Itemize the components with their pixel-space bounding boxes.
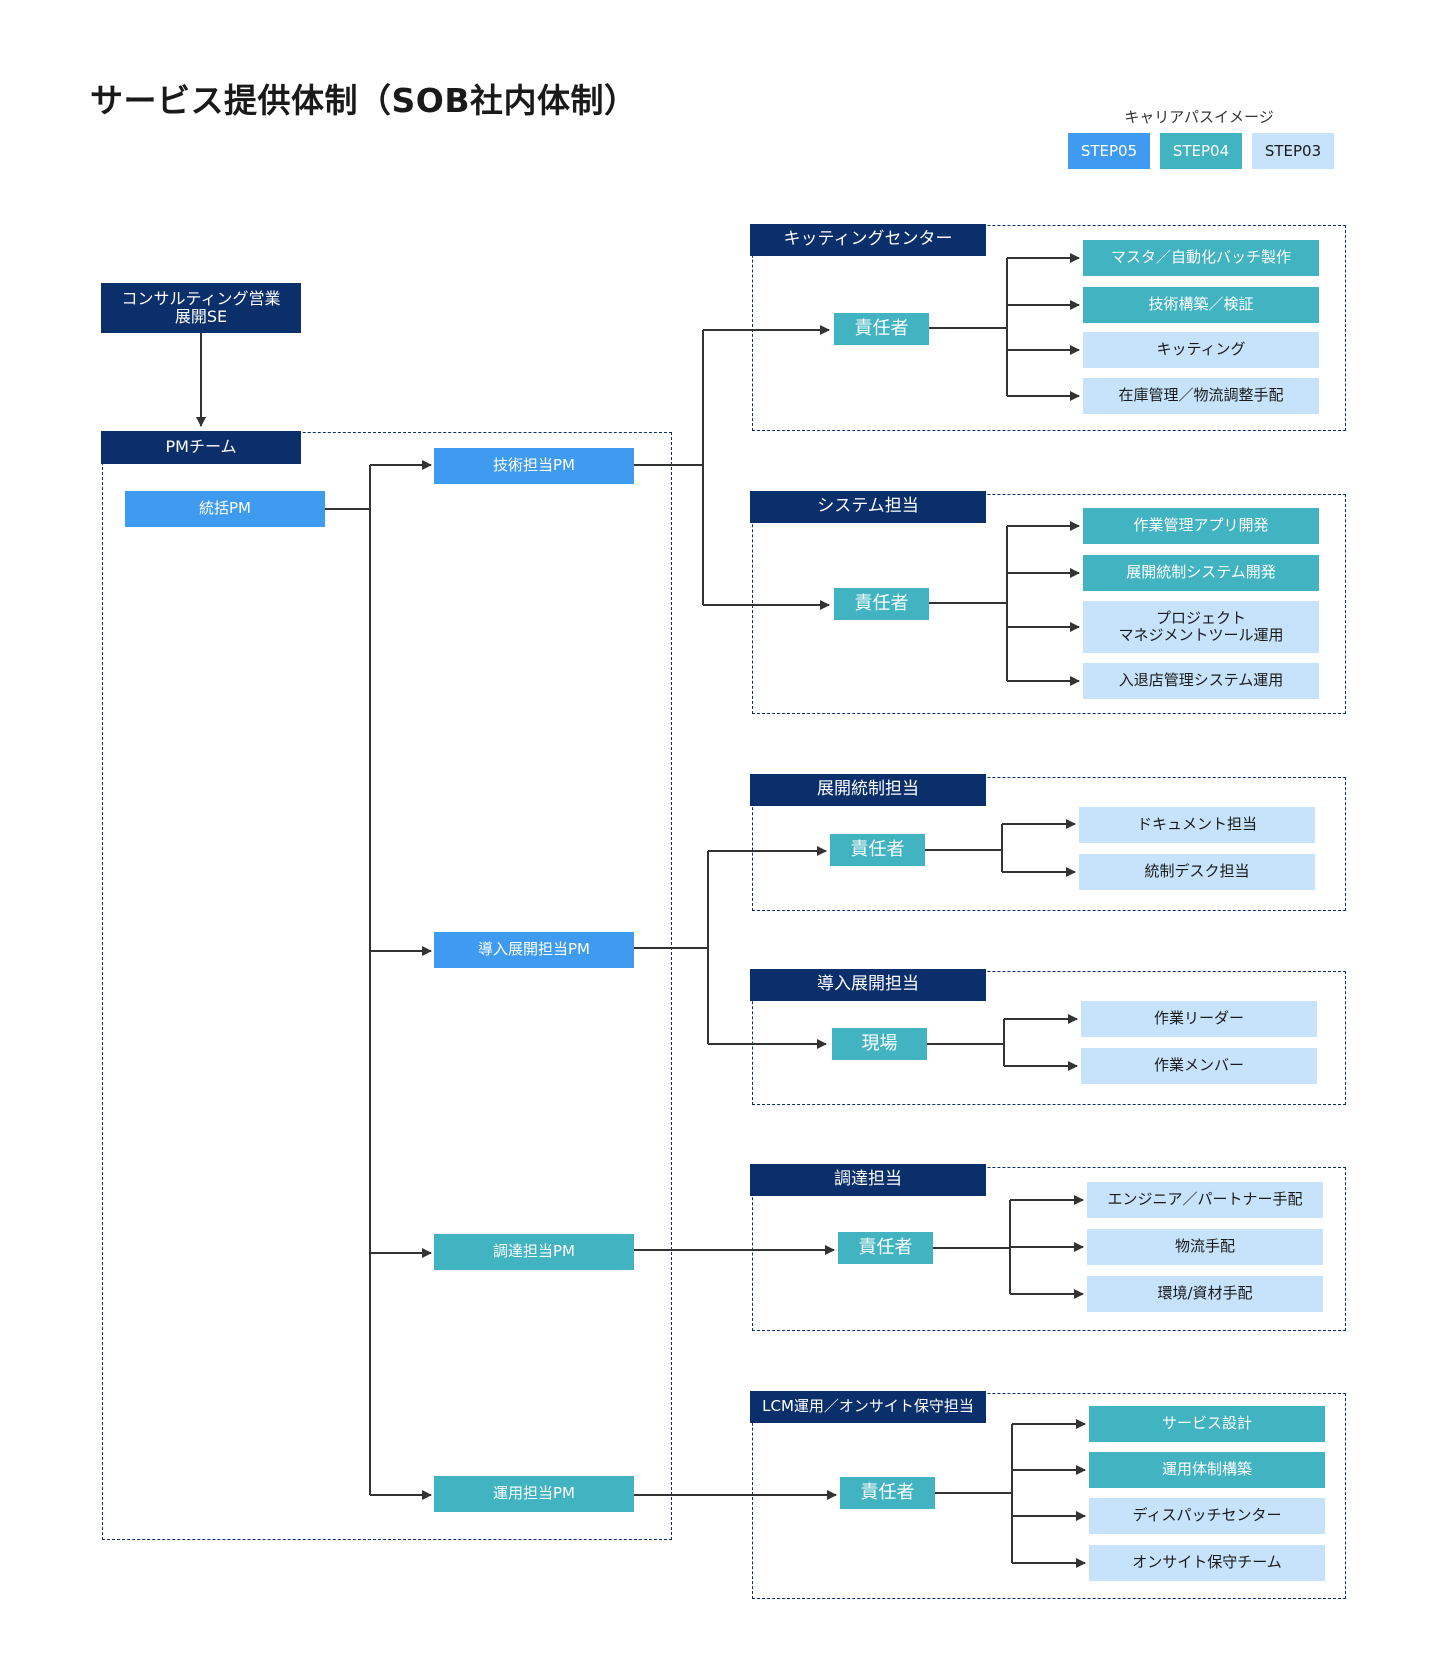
member-deployment-2: 作業メンバー — [1081, 1048, 1317, 1084]
deploy-pm-box: 導入展開担当PM — [434, 932, 634, 968]
group-title-kitting: キッティングセンター — [750, 224, 986, 256]
pm-team-container — [102, 432, 672, 1540]
member-lcm-2: 運用体制構築 — [1089, 1452, 1325, 1488]
group-head-procurement: 責任者 — [838, 1232, 933, 1264]
tech-pm-box: 技術担当PM — [434, 448, 634, 484]
member-procurement-2: 物流手配 — [1087, 1229, 1323, 1265]
pm-team-title: PMチーム — [101, 431, 301, 464]
group-head-system: 責任者 — [834, 588, 929, 620]
group-container-deployment — [752, 971, 1346, 1105]
member-system-4: 入退店管理システム運用 — [1083, 663, 1319, 699]
top-unit-box: コンサルティング営業 展開SE — [101, 283, 301, 333]
group-head-kitting: 責任者 — [834, 313, 929, 345]
member-lcm-4: オンサイト保守チーム — [1089, 1545, 1325, 1581]
group-title-deploy-control: 展開統制担当 — [750, 774, 986, 806]
group-title-system: システム担当 — [750, 491, 986, 523]
member-system-2: 展開統制システム開発 — [1083, 555, 1319, 591]
member-kitting-1: マスタ／自動化バッチ製作 — [1083, 240, 1319, 276]
member-lcm-1: サービス設計 — [1089, 1406, 1325, 1442]
group-head-lcm: 責任者 — [840, 1477, 935, 1509]
member-procurement-1: エンジニア／パートナー手配 — [1087, 1182, 1323, 1218]
legend-step05: STEP05 — [1068, 133, 1150, 169]
member-system-1: 作業管理アプリ開発 — [1083, 508, 1319, 544]
group-container-kitting — [752, 225, 1346, 431]
group-title-deployment: 導入展開担当 — [750, 969, 986, 1001]
member-deployment-1: 作業リーダー — [1081, 1001, 1317, 1037]
page-title: サービス提供体制（SOB社内体制） — [90, 81, 638, 120]
legend-title: キャリアパスイメージ — [1124, 108, 1274, 126]
lead-pm-box: 統括PM — [125, 491, 325, 527]
group-title-procurement: 調達担当 — [750, 1164, 986, 1196]
member-kitting-3: キッティング — [1083, 332, 1319, 368]
legend-step04: STEP04 — [1160, 133, 1242, 169]
procurement-pm-box: 調達担当PM — [434, 1234, 634, 1270]
member-deploy-control-2: 統制デスク担当 — [1079, 854, 1315, 890]
group-head-deploy-control: 責任者 — [830, 834, 925, 866]
group-container-deploy-control — [752, 777, 1346, 911]
group-head-deployment: 現場 — [832, 1028, 927, 1060]
member-kitting-4: 在庫管理／物流調整手配 — [1083, 378, 1319, 414]
legend-step03: STEP03 — [1252, 133, 1334, 169]
member-lcm-3: ディスパッチセンター — [1089, 1498, 1325, 1534]
member-procurement-3: 環境/資材手配 — [1087, 1276, 1323, 1312]
member-deploy-control-1: ドキュメント担当 — [1079, 807, 1315, 843]
operations-pm-box: 運用担当PM — [434, 1476, 634, 1512]
group-title-lcm: LCM運用／オンサイト保守担当 — [750, 1391, 986, 1423]
member-kitting-2: 技術構築／検証 — [1083, 287, 1319, 323]
member-system-3: プロジェクト マネジメントツール運用 — [1083, 601, 1319, 653]
